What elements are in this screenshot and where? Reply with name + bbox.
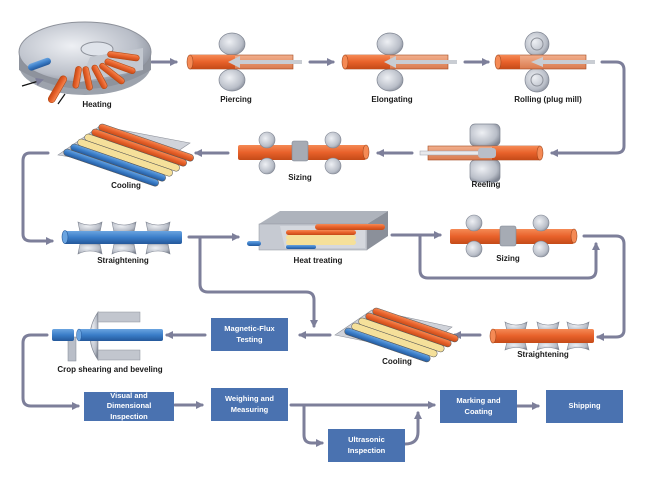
label-cooling-1: Cooling	[111, 181, 141, 190]
label-elongating: Elongating	[371, 95, 413, 104]
box-shipping: Shipping	[546, 390, 623, 423]
label-sizing-2: Sizing	[496, 254, 520, 263]
label-rolling: Rolling (plug mill)	[514, 95, 582, 104]
elongating-illustration	[341, 32, 457, 92]
reeling-illustration	[419, 123, 544, 183]
straightening-illustration-2	[489, 321, 594, 351]
box-ultrasonic-line-1: Ultrasonic	[348, 435, 385, 445]
box-weighing-measuring: Weighing and Measuring	[211, 388, 288, 421]
box-visual-line-2: Dimensional Inspection	[106, 401, 152, 421]
arrow-out-icon	[57, 93, 66, 105]
label-cooling-2: Cooling	[382, 357, 412, 366]
box-ultrasonic-inspection: Ultrasonic Inspection	[328, 429, 405, 462]
box-visual-dimensional-inspection: Visual and Dimensional Inspection	[84, 391, 174, 421]
box-weighing-line-1: Weighing and	[224, 394, 275, 404]
label-piercing: Piercing	[220, 95, 252, 104]
label-heating: Heating	[82, 100, 112, 109]
arrow-crop-visual	[21, 333, 80, 410]
box-marking-line-2: Coating	[464, 406, 493, 416]
box-magnetic-flux-line-1: Magnetic-Flux	[224, 324, 275, 334]
heating-furnace-illustration	[18, 21, 152, 105]
arrow-in-icon	[21, 77, 44, 87]
label-straightening-2: Straightening	[517, 350, 569, 359]
arrow-weighing-ultrasonic	[302, 403, 324, 447]
box-magnetic-flux-testing: Magnetic-Flux Testing	[211, 318, 288, 351]
label-reeling: Reeling	[471, 180, 501, 189]
arrow-straightening-bypass	[198, 235, 318, 328]
label-crop-shearing: Crop shearing and beveling	[57, 365, 163, 374]
arrow-cooling-straightening	[21, 151, 54, 245]
box-weighing-line-2: Measuring	[230, 404, 269, 414]
label-straightening-1: Straightening	[97, 256, 149, 265]
crop-shearing-illustration	[52, 311, 163, 362]
box-marking-line-1: Marking and	[456, 396, 501, 406]
rolling-illustration	[494, 31, 595, 93]
label-heat-treating: Heat treating	[293, 256, 343, 265]
flow-arrows	[21, 58, 626, 447]
straightening-illustration-1	[61, 221, 182, 255]
cooling-illustration-2	[334, 307, 459, 363]
box-marking-coating: Marking and Coating	[440, 390, 517, 423]
label-sizing-1: Sizing	[288, 173, 312, 182]
arrow-rolling-reeling	[550, 60, 626, 157]
piercing-illustration	[186, 32, 302, 92]
box-shipping-line-1: Shipping	[568, 401, 601, 411]
box-magnetic-flux-line-2: Testing	[236, 334, 263, 344]
heat-treating-furnace-illustration	[247, 211, 388, 251]
arrow-sizing-straightening	[582, 234, 626, 341]
arrow-ultrasonic-marking	[403, 411, 422, 446]
box-ultrasonic-line-2: Inspection	[347, 445, 386, 455]
cooling-illustration-1	[57, 123, 194, 187]
arrow-heattreating-sizing-bypass	[418, 233, 600, 280]
box-visual-line-1: Visual and	[110, 391, 148, 401]
sizing-illustration-2	[450, 214, 578, 258]
sizing-illustration-1	[238, 131, 370, 175]
